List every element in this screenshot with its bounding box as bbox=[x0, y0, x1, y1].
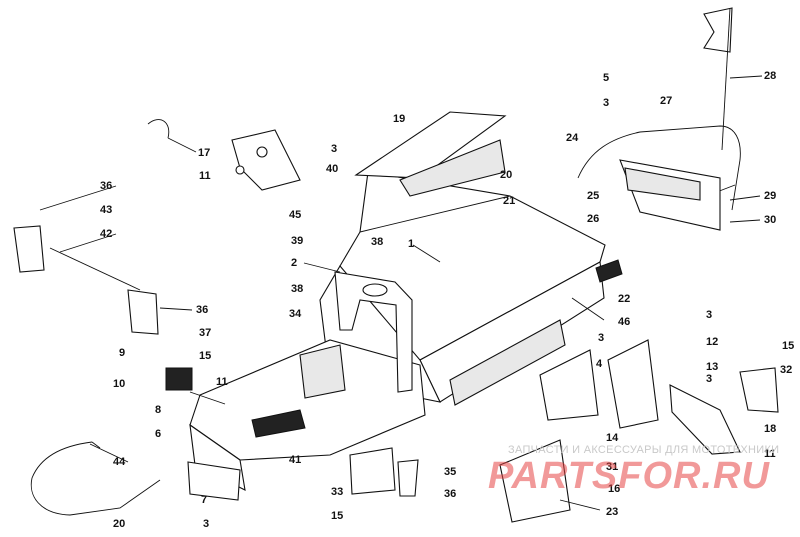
callout-30: 30 bbox=[764, 214, 776, 226]
callout-labels: 1 2 3 3 3 3 3 3 4 5 6 7 8 9 10 11 11 11 … bbox=[39, 70, 794, 530]
callout-17: 17 bbox=[198, 147, 210, 159]
watermark-brand: PARTSFOR.RU bbox=[488, 455, 770, 497]
callout-25: 25 bbox=[587, 190, 599, 202]
front-bulkhead bbox=[189, 339, 426, 491]
callout-14: 14 bbox=[606, 432, 619, 444]
callout-15a: 15 bbox=[199, 350, 211, 362]
callout-45: 45 bbox=[289, 209, 301, 221]
callout-38b: 38 bbox=[291, 283, 303, 295]
callout-36c: 36 bbox=[444, 488, 456, 500]
callout-6: 6 bbox=[155, 428, 161, 440]
callout-11a: 11 bbox=[199, 170, 211, 182]
front-bumper bbox=[30, 441, 161, 516]
callout-42: 42 bbox=[100, 228, 112, 240]
callout-22: 22 bbox=[618, 293, 630, 305]
callout-36b: 36 bbox=[196, 304, 208, 316]
callout-41: 41 bbox=[289, 454, 301, 466]
ignition-coil bbox=[165, 367, 226, 405]
brackets bbox=[187, 259, 779, 523]
callout-18: 18 bbox=[764, 423, 776, 435]
callout-19: 19 bbox=[393, 113, 405, 125]
callout-46: 46 bbox=[618, 316, 630, 328]
callout-11b: 11 bbox=[216, 376, 228, 388]
callout-38a: 38 bbox=[371, 236, 383, 248]
callout-3f: 3 bbox=[203, 518, 209, 530]
callout-10: 10 bbox=[113, 378, 125, 390]
callout-39: 39 bbox=[291, 235, 303, 247]
callout-12: 12 bbox=[706, 336, 718, 348]
callout-20b: 20 bbox=[113, 518, 125, 530]
callout-37: 37 bbox=[199, 327, 211, 339]
callout-5: 5 bbox=[603, 72, 609, 84]
watermark-tagline: ЗАПЧАСТИ И АКСЕССУАРЫ ДЛЯ МОТОТЕХНИКИ bbox=[508, 444, 780, 456]
front-shaft bbox=[13, 225, 159, 335]
tunnel-reinforcement bbox=[354, 111, 507, 197]
callout-29: 29 bbox=[764, 190, 776, 202]
callout-31: 31 bbox=[606, 461, 618, 473]
callout-9: 9 bbox=[119, 347, 125, 359]
callout-3a: 3 bbox=[331, 143, 337, 155]
callout-27: 27 bbox=[660, 95, 672, 107]
callout-34: 34 bbox=[289, 308, 302, 320]
callout-28: 28 bbox=[764, 70, 776, 82]
callout-33: 33 bbox=[331, 486, 343, 498]
callout-3b: 3 bbox=[603, 97, 609, 109]
callout-16: 16 bbox=[608, 483, 620, 495]
callout-35: 35 bbox=[444, 466, 456, 478]
callout-1: 1 bbox=[408, 238, 414, 250]
callout-3c: 3 bbox=[706, 309, 712, 321]
callout-36a: 36 bbox=[100, 180, 112, 192]
callout-4: 4 bbox=[596, 358, 603, 370]
callout-7: 7 bbox=[201, 494, 207, 506]
safety-flag bbox=[703, 7, 733, 151]
callout-44: 44 bbox=[113, 456, 126, 468]
callout-13: 13 bbox=[706, 361, 718, 373]
callout-32: 32 bbox=[780, 364, 792, 376]
callout-2: 2 bbox=[291, 257, 297, 269]
callout-3d: 3 bbox=[598, 332, 604, 344]
rear-bumper bbox=[577, 125, 741, 231]
callout-24: 24 bbox=[566, 132, 579, 144]
snap-ring bbox=[147, 119, 170, 139]
callout-15c: 15 bbox=[782, 340, 794, 352]
callout-3e: 3 bbox=[706, 373, 712, 385]
callout-20a: 20 bbox=[500, 169, 512, 181]
callout-15b: 15 bbox=[331, 510, 343, 522]
steering-bracket bbox=[231, 129, 301, 191]
callout-40: 40 bbox=[326, 163, 338, 175]
callout-43: 43 bbox=[100, 204, 112, 216]
steering-support bbox=[334, 271, 413, 393]
callout-8: 8 bbox=[155, 404, 161, 416]
callout-26: 26 bbox=[587, 213, 599, 225]
callout-11c: 11 bbox=[764, 448, 776, 460]
callout-23: 23 bbox=[606, 506, 618, 518]
callout-21: 21 bbox=[503, 195, 515, 207]
